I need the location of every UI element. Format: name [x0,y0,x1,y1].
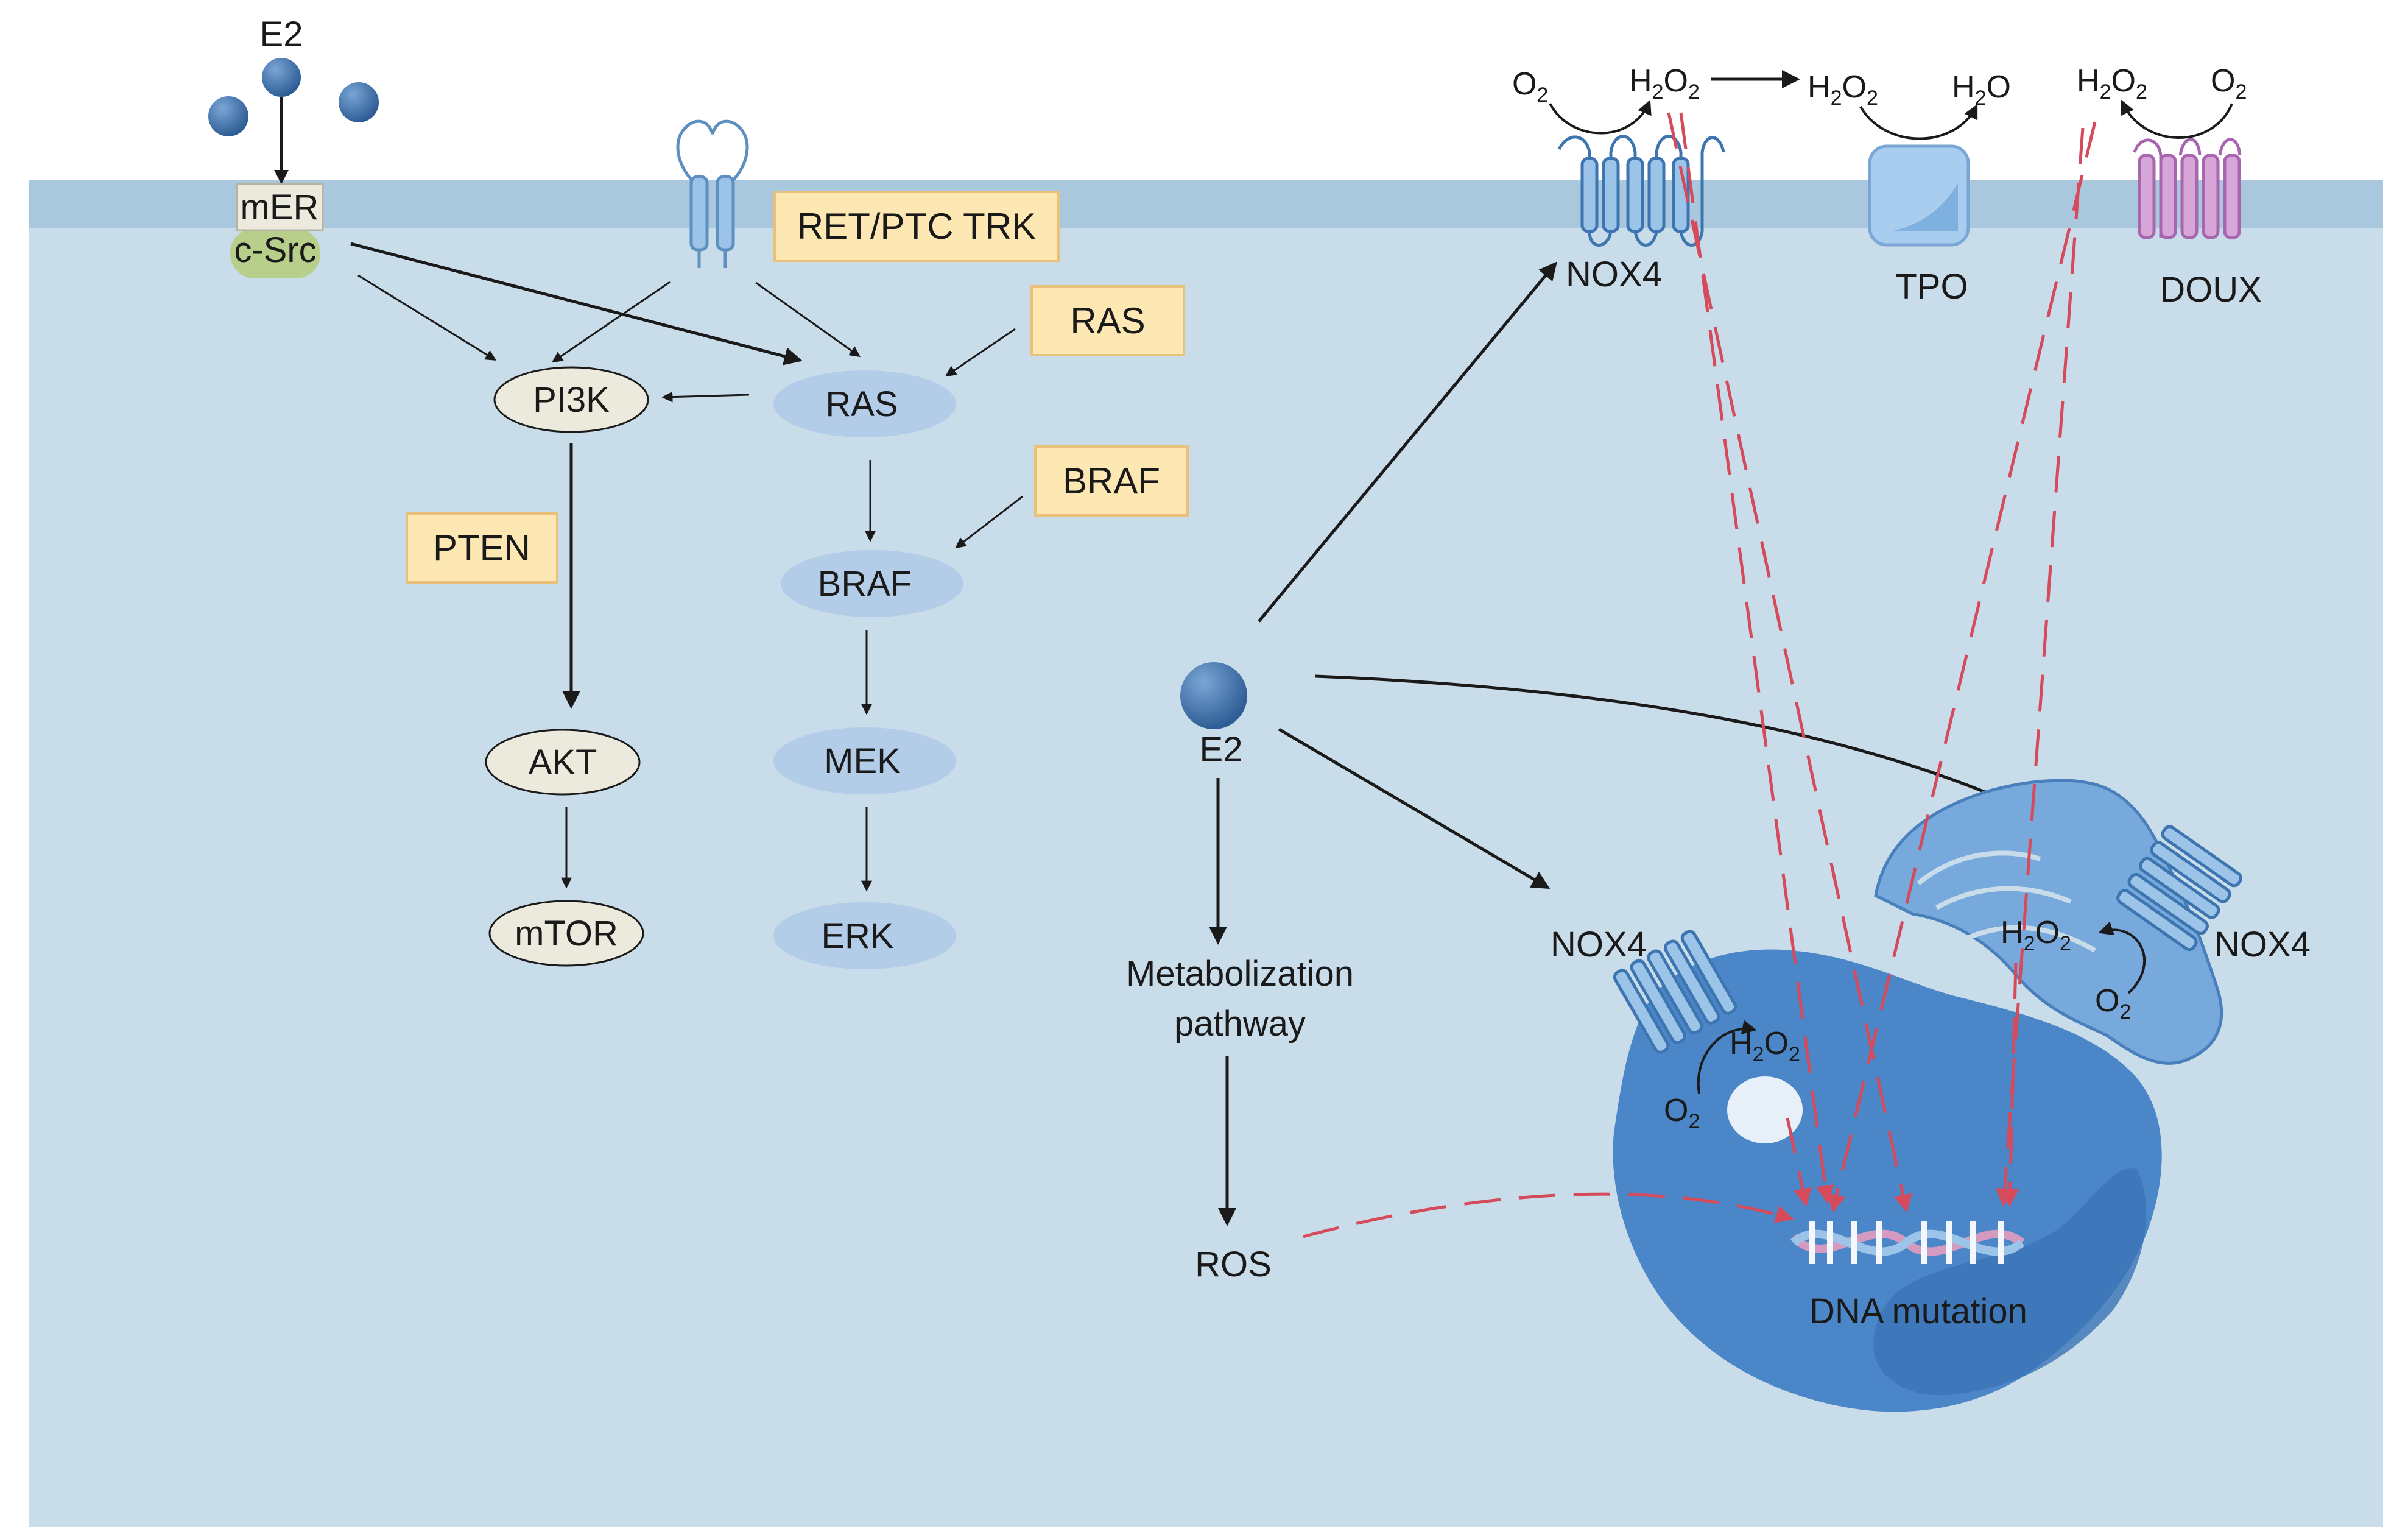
ret-ptc-trk-label: RET/PTC TRK [797,206,1036,247]
e2-molecule [208,96,248,136]
svg-text:AKT: AKT [529,743,597,782]
doux-reaction: H2O2 O2 [2077,63,2247,139]
arrow-rtk-to-pi3k [552,281,671,363]
mek-node: MEK [773,727,956,794]
svg-text:PI3K: PI3K [533,380,610,420]
signaling-arrows [350,242,1023,892]
reaction-arc [1697,1020,1757,1094]
mer-label: mER [241,188,319,227]
cell-membrane [29,180,2383,228]
metabolization-label-line1: Metabolization [1126,954,1354,994]
nox4-reaction: O2 H2O2 [1512,63,1800,135]
e2-molecule [262,58,301,97]
metabolization-label-line2: pathway [1174,1004,1306,1044]
mer-csrc-receptor: mER c-Src [230,183,324,278]
mutation-box-braf: BRAF [1034,445,1189,517]
pten-label: PTEN [433,528,530,568]
arrow-ras-mutation-to-ras [945,328,1016,377]
h2o2-label: H2O2 [2001,915,2071,955]
mtor-node: mTOR [488,900,644,967]
ras-mutation-label: RAS [1070,300,1145,341]
o2-label: O2 [1512,66,1548,107]
reaction-arc [2098,921,2146,994]
rtk-receptor-icon [676,119,749,268]
dna-helix-icon [1790,1221,2025,1264]
mutation-box-pten: PTEN [406,512,558,584]
e2-central-molecule [1180,662,1247,729]
mer-box [236,183,324,231]
arrow-ras-to-pi3k [661,391,750,403]
tpo-label: TPO [1895,267,1968,306]
svg-text:mTOR: mTOR [515,914,618,953]
arrow-er-nox4-to-dna [2001,962,2019,1207]
mutation-box-ret-ptc-trk: RET/PTC TRK [773,191,1060,262]
arrow-csrc-to-ras [350,242,803,366]
c-src-shape [230,228,320,278]
ros-label: ROS [1195,1245,1272,1284]
h2o2-label: H2O2 [1629,63,1700,104]
e2-molecule [339,82,379,122]
c-src-label: c-Src [234,230,316,270]
tpo-reaction: H2O2 H2O [1808,69,2011,140]
arrow-braf-mutation-to-braf [955,495,1023,549]
akt-node: AKT [485,729,641,796]
arrow-doux-h2o2-to-dna [1828,121,2097,1213]
o2-label: O2 [1664,1093,1700,1133]
endoplasmic-reticulum [1874,779,2223,1065]
arrow-e2-to-cell-nox4 [1278,727,1551,889]
ros-damage-arrows [1303,112,2097,1238]
e2-top-label: E2 [260,15,303,54]
svg-text:ERK: ERK [821,916,894,956]
h2o-label: H2O [1952,69,2011,110]
nox4-membrane-icon [1557,135,1725,247]
nox4-cell-right-label: NOX4 [2214,925,2311,964]
braf-node: BRAF [781,550,963,617]
o2-label: O2 [2095,983,2131,1023]
nox4-cell-right-icon [2116,825,2243,952]
reaction-arc [1549,99,1652,135]
arrow-nox4-h2o2-to-dna-2 [1679,112,1834,1204]
arrow-ros-to-dna [1303,1192,1794,1238]
o2-label: O2 [2211,63,2247,104]
nucleolus [1727,1076,1803,1143]
arrow-nox4-h2o2-to-dna [1667,112,1912,1213]
nucleus [1613,949,2162,1412]
erk-node: ERK [773,902,956,969]
svg-text:MEK: MEK [824,741,901,781]
h2o2-label: H2O2 [2077,63,2147,104]
mutation-box-ras: RAS [1030,285,1185,356]
svg-text:RAS: RAS [825,384,898,424]
arrow-e2-to-nox4-membrane [1258,261,1557,623]
arrow-cell-nox4-to-dna [1786,1117,1812,1207]
arrow-doux-h2o2-to-dna-2 [1995,127,2085,1207]
pi3k-node: PI3K [493,366,649,433]
e2-ligand-group: E2 [208,15,379,185]
reaction-arc [1859,104,1978,140]
nox4-top-label: NOX4 [1566,255,1662,294]
nox4-cell-left-icon [1613,930,1737,1054]
tpo-icon [1868,144,1970,247]
svg-text:BRAF: BRAF [818,564,912,604]
arrow-rtk-to-ras [755,281,861,358]
nox4-cell-left-label: NOX4 [1551,925,1647,964]
ras-node: RAS [773,370,956,437]
h2o2-label: H2O2 [1808,69,1878,110]
braf-mutation-label: BRAF [1063,461,1160,501]
dna-mutation-label: DNA mutation [1809,1291,2027,1331]
doux-icon [2133,138,2242,239]
arrow-csrc-to-pi3k [357,274,497,361]
doux-label: DOUX [2160,270,2262,309]
e2-central-label: E2 [1200,730,1243,769]
reaction-arc [2121,99,2233,139]
